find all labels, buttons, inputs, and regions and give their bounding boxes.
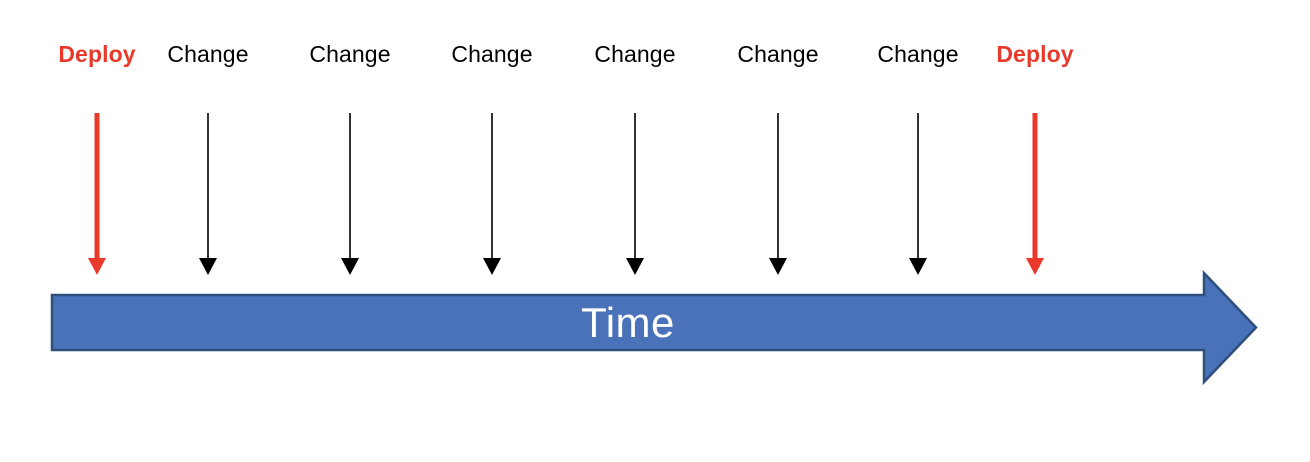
event-arrow-stem [349,113,351,258]
event-arrow-change-2 [341,113,359,275]
event-label-change-2: Change [309,41,391,67]
event-arrow-stem [207,113,209,258]
event-label-change-4: Change [594,41,676,67]
event-arrow-deploy-7 [1026,113,1044,275]
event-label-deploy-7: Deploy [996,41,1074,67]
event-arrow-stem [491,113,493,258]
event-arrow-stem [1032,113,1038,258]
event-arrow-change-5 [769,113,787,275]
event-label-change-5: Change [737,41,819,67]
event-arrow-stem [917,113,919,258]
event-label-change-6: Change [877,41,959,67]
event-arrow-change-6 [909,113,927,275]
time-axis-arrow [50,270,1258,385]
event-arrow-change-1 [199,113,217,275]
event-label-change-3: Change [451,41,533,67]
event-arrow-stem [777,113,779,258]
event-arrow-deploy-0 [88,113,106,275]
event-arrow-stem [634,113,636,258]
event-arrow-change-3 [483,113,501,275]
time-axis-arrow-shape [50,270,1258,385]
event-label-change-1: Change [167,41,249,67]
event-arrow-stem [94,113,100,258]
event-arrow-change-4 [626,113,644,275]
event-label-deploy-0: Deploy [58,41,136,67]
